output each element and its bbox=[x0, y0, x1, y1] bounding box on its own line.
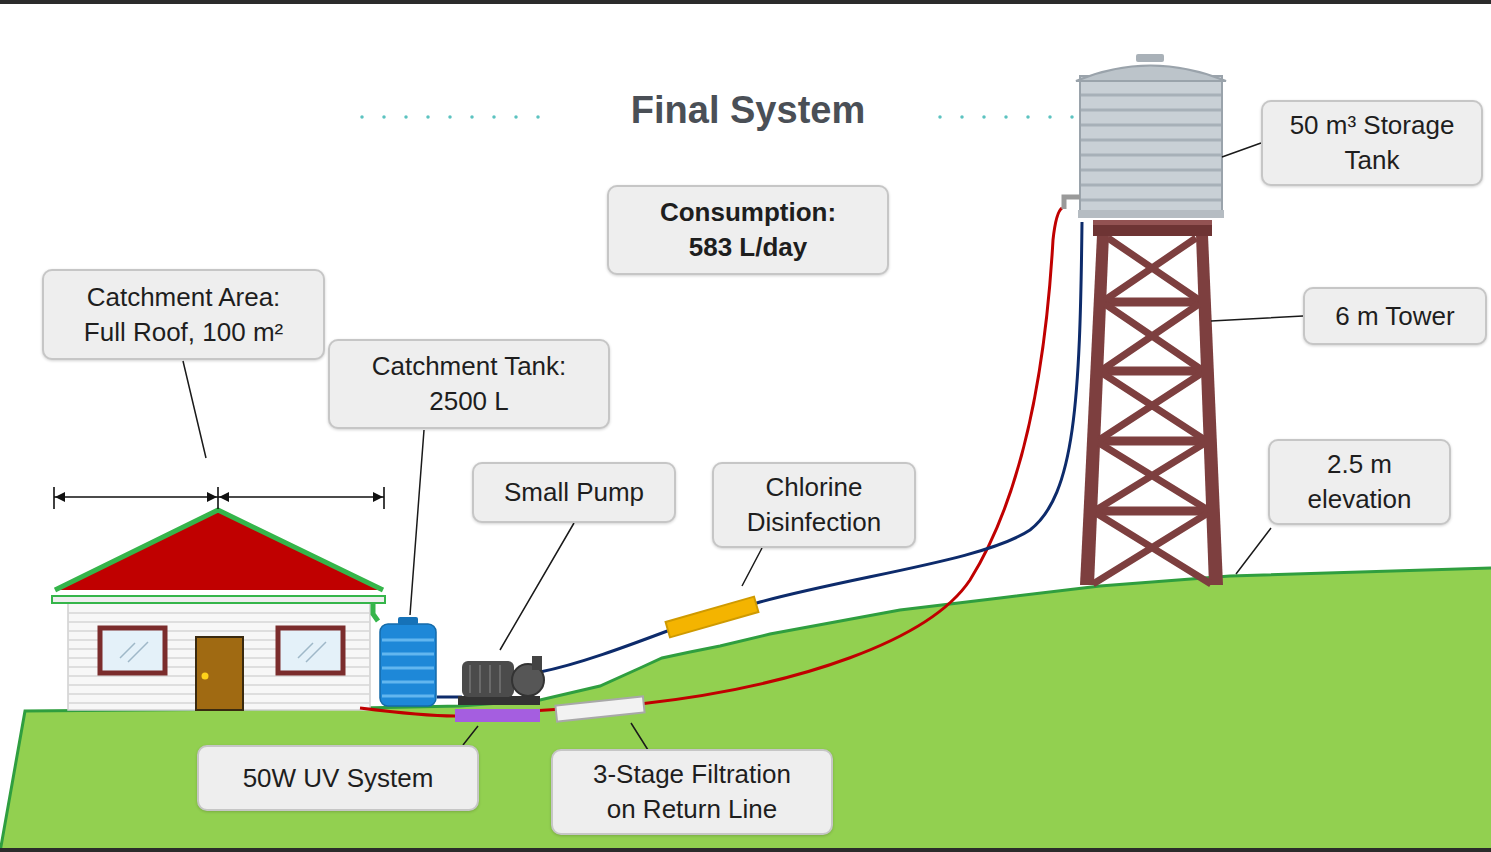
tank-lid bbox=[398, 617, 418, 625]
tower-leg bbox=[1196, 235, 1223, 585]
return-pipe bbox=[360, 208, 1062, 716]
motor-ribs bbox=[470, 665, 500, 693]
callout-box: Chlorine Disinfection bbox=[712, 462, 916, 548]
roof-dimension bbox=[54, 487, 384, 509]
gutter bbox=[52, 596, 385, 603]
tower-bracing bbox=[1093, 238, 1211, 584]
tank-spigot bbox=[1064, 197, 1080, 209]
tank-bands bbox=[382, 640, 434, 696]
callout-text: Catchment Tank: 2500 L bbox=[354, 349, 584, 419]
window-glint bbox=[120, 642, 148, 662]
catchment-tank bbox=[380, 624, 436, 706]
callout-text: Catchment Area: Full Roof, 100 m² bbox=[69, 280, 299, 350]
tank-cap bbox=[1136, 54, 1164, 62]
callout-box: Catchment Area: Full Roof, 100 m² bbox=[42, 269, 325, 360]
callout-box: 2.5 m elevation bbox=[1268, 439, 1451, 525]
callout-box: 3-Stage Filtration on Return Line bbox=[551, 749, 833, 835]
roof-catchment-edge bbox=[55, 510, 383, 590]
platform-edge bbox=[1093, 220, 1212, 225]
storage-tank bbox=[1080, 76, 1222, 216]
callout-text: Chlorine Disinfection bbox=[728, 470, 900, 540]
callout-text: 6 m Tower bbox=[1335, 299, 1454, 334]
callout-box: 50 m³ Storage Tank bbox=[1261, 100, 1483, 186]
house-roof bbox=[55, 510, 383, 590]
callout-box: Small Pump bbox=[472, 462, 676, 523]
tank-rim bbox=[1078, 210, 1224, 218]
window-glint bbox=[298, 642, 326, 662]
ground-edge bbox=[0, 568, 1491, 852]
downspout bbox=[373, 603, 378, 621]
pump-motor bbox=[462, 661, 514, 697]
title-dots bbox=[362, 115, 558, 119]
callout-text: Small Pump bbox=[504, 475, 644, 510]
callout-text: 2.5 m elevation bbox=[1287, 447, 1432, 517]
title: Final System bbox=[498, 86, 998, 134]
callout-text: 3-Stage Filtration on Return Line bbox=[581, 757, 803, 827]
callout-box: Consumption: 583 L/day bbox=[607, 185, 889, 275]
supply-pipe bbox=[437, 222, 1082, 697]
tower-leg bbox=[1080, 235, 1109, 585]
chlorine-unit bbox=[666, 597, 759, 638]
house-window bbox=[278, 628, 343, 673]
callout-box: Catchment Tank: 2500 L bbox=[328, 339, 610, 429]
tower-platform bbox=[1093, 220, 1212, 236]
tank-roof bbox=[1076, 66, 1226, 82]
house-wall bbox=[68, 603, 370, 710]
door-knob bbox=[202, 673, 209, 680]
leader-lines bbox=[183, 143, 1303, 750]
ground bbox=[0, 568, 1491, 852]
title-dots bbox=[940, 115, 1074, 119]
callout-text: Consumption: 583 L/day bbox=[646, 195, 851, 265]
callout-text: 50W UV System bbox=[243, 761, 434, 796]
house-door bbox=[196, 637, 243, 710]
dimension-arrowhead bbox=[373, 492, 383, 502]
top-bar bbox=[0, 0, 1491, 4]
bottom-bar bbox=[0, 848, 1491, 852]
callout-box: 50W UV System bbox=[197, 745, 479, 811]
dimension-arrowhead bbox=[207, 492, 217, 502]
pump-base bbox=[458, 696, 540, 705]
dimension-arrowhead bbox=[55, 492, 65, 502]
filter-unit bbox=[555, 696, 644, 721]
house-window bbox=[100, 628, 165, 673]
uv-unit bbox=[455, 709, 540, 722]
callout-box: 6 m Tower bbox=[1303, 287, 1487, 345]
pump-outlet bbox=[532, 656, 542, 670]
callout-text: 50 m³ Storage Tank bbox=[1277, 108, 1467, 178]
tank-ribs bbox=[1081, 95, 1221, 200]
dimension-arrowhead bbox=[219, 492, 229, 502]
